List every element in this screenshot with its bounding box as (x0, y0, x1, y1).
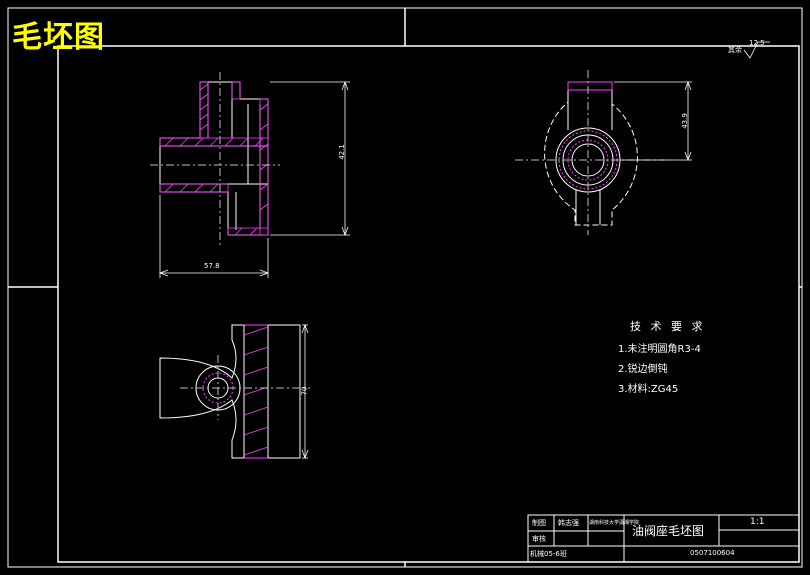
side-view-dims (614, 80, 692, 162)
side-view-inner-circle (571, 143, 605, 177)
outer-frame (7, 7, 803, 568)
bottom-view-bore (243, 325, 269, 458)
tb-school: 机械05-6班 (530, 550, 567, 558)
bottom-view-bore-hatch (243, 324, 269, 459)
front-view (150, 72, 280, 245)
tech-req-item-1: 1.未注明圆角R3-4 (618, 344, 701, 355)
side-view-boss (567, 81, 613, 130)
tb-label-drawn: 制图 (532, 519, 546, 527)
bottom-view (159, 324, 310, 459)
tech-req-item-3: 3.材料:ZG45 (618, 384, 679, 395)
tech-req-item-2: 2.锐边倒钝 (618, 364, 668, 375)
bottom-view-dims (301, 323, 309, 460)
front-height-dim: 42.1 (337, 144, 346, 160)
tb-institution: 湖南科技大学潇湘学院 (589, 520, 640, 526)
inner-frame (57, 45, 800, 563)
tb-part-name: 油阀座毛坯图 (632, 524, 705, 538)
tb-drawer-name: 韩志强 (558, 519, 579, 527)
side-view (515, 70, 665, 235)
bottom-view-outline (159, 324, 301, 459)
tb-drawing-no: 0507100604 (690, 549, 735, 557)
tb-label-checked: 审核 (532, 535, 546, 543)
front-view-outline (159, 81, 269, 236)
bottom-height-dim: 70 (300, 386, 309, 396)
front-view-inner-walls (235, 104, 261, 230)
side-view-stem (575, 190, 601, 225)
drawing-title: 毛坯图 (12, 20, 105, 55)
front-view-dims (158, 80, 350, 278)
side-view-boss-hatch (567, 81, 613, 91)
side-height-dim: 43.9 (680, 113, 689, 129)
side-view-outline (544, 81, 638, 226)
roughness-mark (743, 41, 770, 59)
front-width-dim: 57.8 (204, 262, 220, 270)
roughness-value: 12.5 (749, 39, 765, 47)
tb-scale: 1:1 (750, 517, 765, 527)
front-view-hatching (159, 81, 269, 236)
title-block (527, 514, 800, 563)
tech-req-heading: 技 术 要 求 (630, 320, 706, 333)
roughness-label: 其余 (728, 46, 742, 54)
